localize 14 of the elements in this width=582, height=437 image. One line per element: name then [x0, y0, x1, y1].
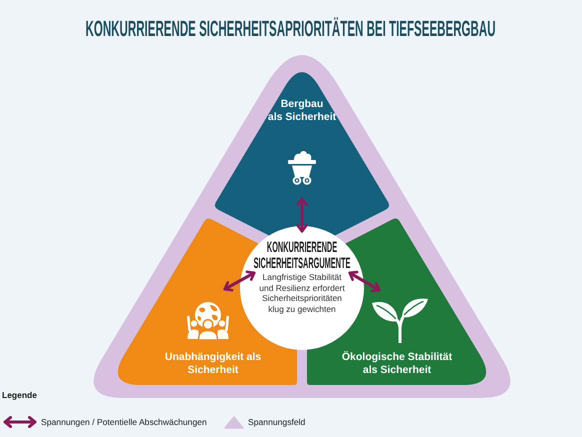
segment-heading: Unabhängigkeit als Sicherheit	[164, 351, 262, 377]
double-arrow	[348, 270, 381, 292]
legend-text: Spannungsfeld	[248, 416, 306, 428]
circle-description: Langfristige Stabilität und Resilienz erfordert Sicherheitsprioritäten klug zu gewichten	[258, 272, 346, 314]
circle-heading: KONKURRIERENDE SICHERHEITSARGUMENTE	[252, 240, 352, 272]
top-segment	[215, 72, 389, 237]
double-arrow	[223, 270, 256, 292]
diagram-title: KONKURRIERENDE SICHERHEITSAPRIORITÄTEN BEI TIEFSEEBERGBAU	[85, 16, 496, 42]
triangle-frame	[93, 55, 511, 398]
legend-heading: Legende	[2, 390, 37, 401]
segment-heading: Ökologische Stabilität als Sicherheit	[340, 351, 454, 377]
legend-text: Spannungen / Potentielle Abschwächungen	[41, 416, 207, 428]
double-arrow	[296, 197, 308, 233]
segment-heading: Bergbau als Sicherheit	[266, 98, 338, 124]
